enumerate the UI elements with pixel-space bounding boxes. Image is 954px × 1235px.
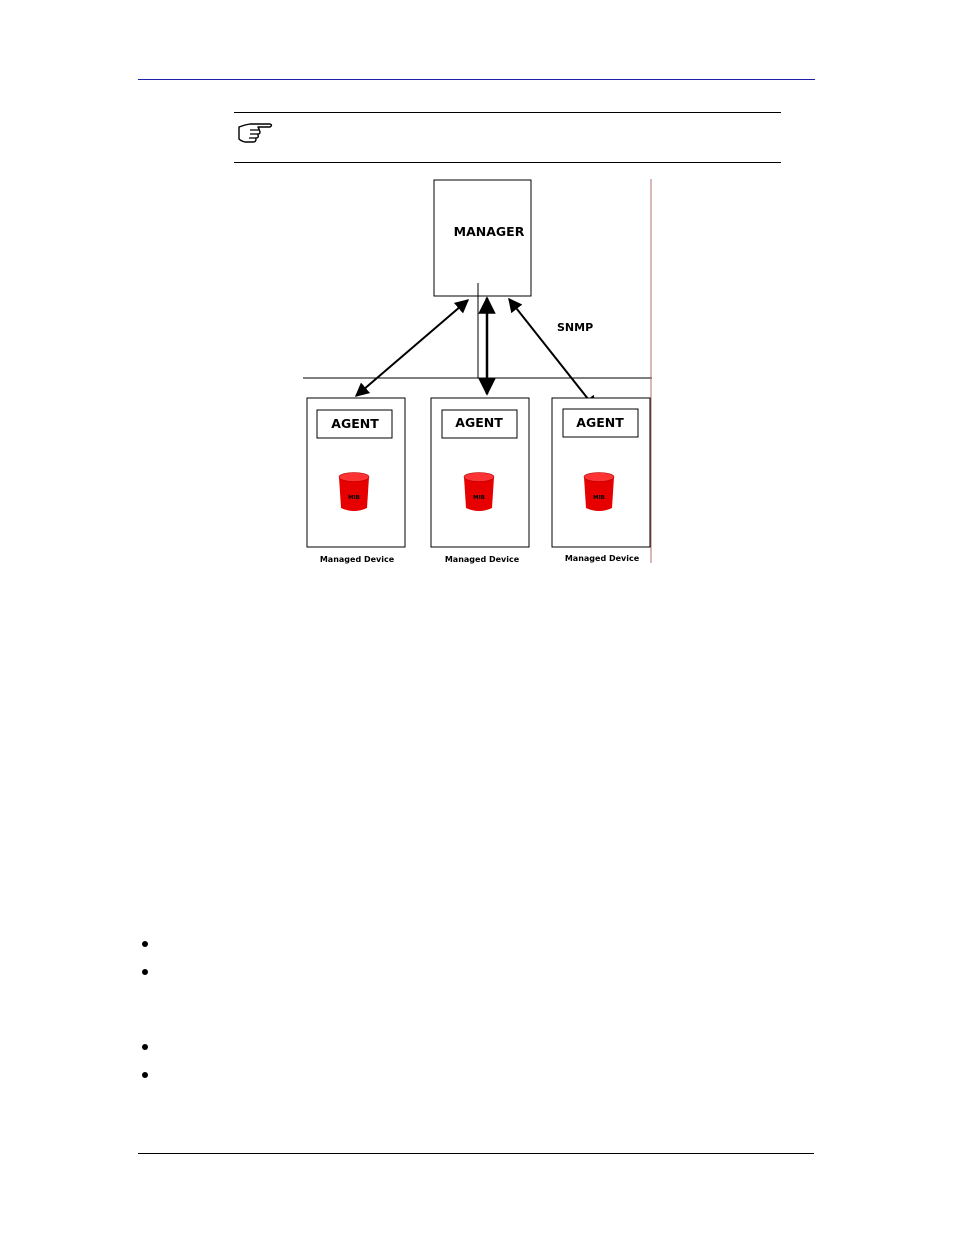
note-bottom-rule — [234, 162, 781, 163]
manager-label: MANAGER — [454, 224, 525, 239]
bullet-icon — [142, 941, 148, 947]
pointing-hand-icon — [238, 123, 273, 143]
footer-rule — [138, 1153, 814, 1154]
header-rule — [138, 79, 815, 80]
agent-label: AGENT — [455, 415, 503, 430]
snmp-arrow-right — [508, 297, 597, 411]
device-label: Managed Device — [320, 555, 395, 564]
protocol-label: SNMP — [557, 321, 593, 334]
mib-label: MIB — [473, 495, 485, 501]
agent-box — [441, 409, 518, 439]
manager-box — [433, 179, 532, 297]
managed-device-3: AGENT MIB Managed Device — [551, 397, 651, 563]
managed-device-1: AGENT MIB Managed Device — [306, 397, 406, 564]
mib-label: MIB — [348, 495, 360, 501]
snmp-arrow-left — [354, 299, 470, 397]
managed-device-2: AGENT MIB Managed Device — [430, 397, 530, 564]
mib-database-icon — [583, 472, 615, 511]
agent-box — [562, 408, 639, 438]
agent-box — [316, 409, 393, 439]
bullet-icon — [142, 1072, 148, 1078]
note-top-rule — [234, 112, 781, 113]
bullet-icon — [142, 1044, 148, 1050]
mib-database-icon — [338, 472, 370, 511]
snmp-diagram: MANAGER SNMP AGENT MIB Managed Device AG… — [303, 179, 652, 564]
mib-database-icon — [463, 472, 495, 511]
bullet-icon — [142, 969, 148, 975]
agent-label: AGENT — [331, 416, 379, 431]
agent-label: AGENT — [576, 415, 624, 430]
mib-label: MIB — [593, 495, 605, 501]
device-label: Managed Device — [565, 554, 640, 563]
device-label: Managed Device — [445, 555, 520, 564]
